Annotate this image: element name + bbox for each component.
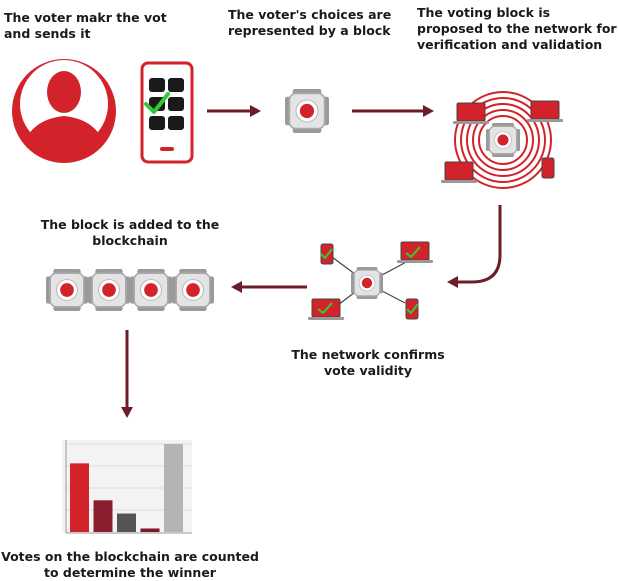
chart-bar-1 [70, 463, 89, 532]
caption-block-added: The block is added to the blockchain [40, 217, 220, 248]
blockchain-icon [45, 268, 215, 312]
caption-voter-sends: The voter makr the vot and sends it [4, 10, 167, 41]
arrow-network-to-confirm [447, 205, 502, 288]
arrow-chain-to-count [121, 330, 133, 418]
network-broadcast-icon [440, 91, 564, 189]
phone-ballot-icon [140, 61, 194, 164]
chart-bar-2 [93, 500, 113, 532]
arrow-block-to-network [352, 105, 434, 117]
confirm-network-icon [307, 241, 434, 321]
bar-chart-icon [62, 440, 192, 534]
block-icon [284, 88, 330, 134]
arrow-phone-to-block [207, 105, 261, 117]
caption-network-confirms: The network confirms vote validity [291, 347, 445, 378]
chart-bar-5 [164, 444, 183, 532]
voter-avatar-icon [12, 59, 116, 163]
chart-bar-3 [117, 513, 136, 532]
caption-votes-counted: Votes on the blockchain are counted to d… [1, 549, 259, 580]
caption-network-proposal: The voting block is proposed to the netw… [417, 5, 617, 52]
chart-bar-4 [140, 528, 160, 532]
arrow-confirm-to-chain [231, 281, 307, 293]
caption-block-represents: The voter's choices are represented by a… [228, 7, 392, 38]
